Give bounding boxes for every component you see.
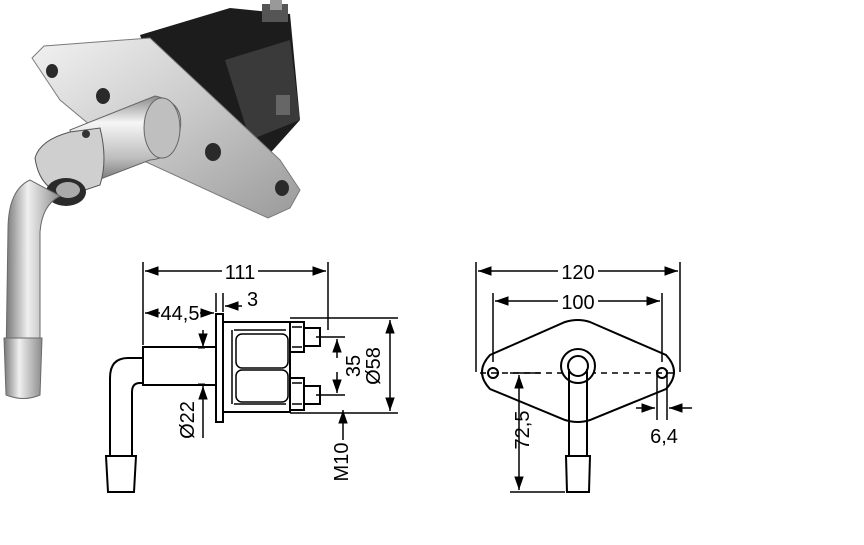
label-hole-diameter: 6,4 — [650, 426, 678, 448]
front-hub-inner — [567, 355, 589, 377]
side-view-drawing — [104, 262, 398, 493]
side-shaft-outline — [142, 346, 217, 386]
side-body-outline — [222, 321, 291, 413]
label-handle-height: 72,5 — [512, 411, 534, 450]
label-plate-thickness: 3 — [247, 289, 258, 311]
front-grip-outline — [564, 455, 592, 493]
label-thread: M10 — [331, 443, 353, 482]
label-body-diameter: Ø58 — [363, 347, 385, 385]
label-overall-length: 111 — [225, 262, 255, 284]
label-shaft-diameter: Ø22 — [177, 401, 199, 439]
front-handle-outline — [568, 369, 588, 456]
side-grip-outline — [104, 455, 138, 493]
dimension-labels: 111 44,5 3 35 Ø58 Ø22 M10 120 100 6,4 72… — [160, 262, 678, 481]
label-terminal-spacing: 35 — [343, 355, 365, 377]
label-shaft-length: 44,5 — [161, 303, 200, 325]
label-flange-width: 120 — [561, 262, 594, 284]
product-photo — [3, 0, 301, 399]
side-handle-outline — [109, 357, 143, 456]
front-hub-outer — [560, 348, 596, 384]
label-hole-spacing: 100 — [561, 292, 594, 314]
front-hole-left — [487, 367, 499, 379]
front-view-drawing — [475, 262, 681, 493]
side-plate-outline — [215, 313, 224, 423]
